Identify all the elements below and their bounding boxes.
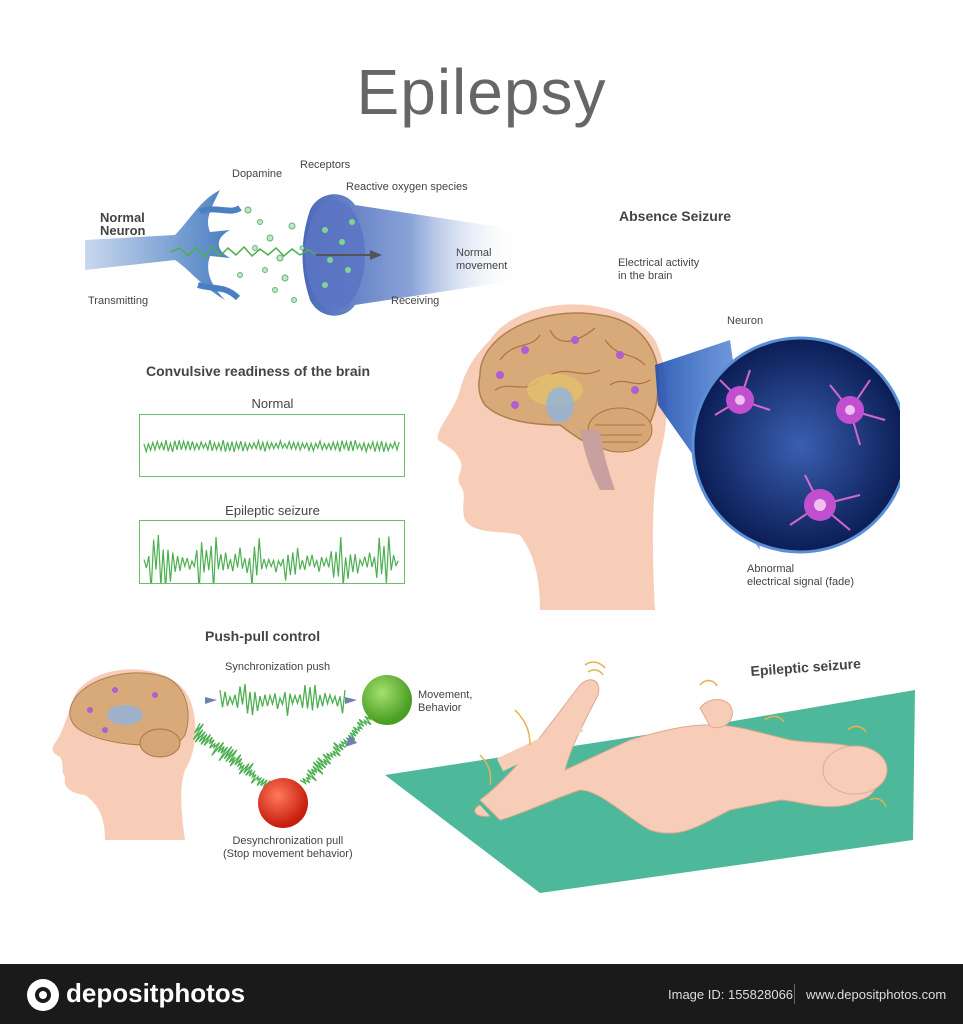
push-pull-heading: Push-pull control: [205, 628, 321, 644]
brand-logo[interactable]: depositphotos: [66, 978, 246, 1008]
image-id: Image ID: 155828066: [668, 987, 794, 1002]
footer-bar: [0, 964, 963, 1024]
transmitting-label: Transmitting: [88, 295, 149, 307]
page-title: Epilepsy: [356, 56, 607, 128]
normal-wave-label: Normal: [251, 396, 294, 411]
camera-icon: [27, 979, 59, 1011]
absence-seizure-heading: Absence Seizure: [619, 208, 732, 224]
neuron-heading: Normal Neuron: [100, 210, 146, 238]
seizure-body-illustration: [385, 661, 915, 893]
epileptic-waveform: [143, 535, 399, 591]
desync-pull-label: Desynchronization pull (Stop movement be…: [223, 835, 353, 860]
neuron-label: Neuron: [727, 315, 764, 327]
head-with-brain-illustration: [437, 304, 900, 610]
epileptic-wave-label: Epileptic seizure: [225, 503, 320, 518]
site-url[interactable]: www.depositphotos.com: [806, 987, 947, 1002]
push-pull-illustration: [52, 669, 412, 840]
electrical-activity-label: Electrical activity in the brain: [618, 257, 700, 282]
movement-behavior-label: Movement, Behavior: [418, 689, 473, 714]
sync-push-label: Synchronization push: [225, 661, 331, 673]
receptors-label: Receptors: [300, 159, 351, 171]
normal-waveform: [143, 438, 400, 455]
dopamine-label: Dopamine: [232, 168, 283, 180]
footer-divider: [794, 984, 795, 1004]
normal-wave-box: [139, 414, 405, 477]
epileptic-wave-box: [139, 520, 405, 591]
ros-label: Reactive oxygen species: [346, 181, 468, 193]
neuron-synapse-illustration: [85, 190, 520, 316]
abnormal-signal-label: Abnormal electrical signal (fade): [747, 563, 854, 588]
convulsive-heading: Convulsive readiness of the brain: [146, 363, 371, 379]
normal-movement-label: Normal movement: [456, 247, 508, 272]
receiving-label: Receiving: [391, 295, 440, 307]
